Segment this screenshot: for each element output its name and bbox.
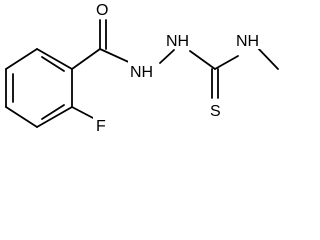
sulfur-label-bg (207, 100, 221, 118)
benzene-ring (5, 48, 73, 128)
fluorine-label-bg (93, 116, 107, 134)
fluoro-bond (71, 106, 96, 120)
carbonyl-carbon-bond (71, 48, 101, 70)
thioamide-bond (189, 50, 216, 70)
nh-left-atom-label: NH (130, 64, 153, 81)
ring-double-3 (41, 104, 65, 120)
fluorine-atom-label: F (96, 118, 106, 135)
amide-bond (99, 48, 134, 65)
ring-double-1 (41, 56, 65, 72)
ring-bond-4 (5, 106, 38, 128)
thio-amide-n-bond (214, 55, 239, 70)
nh-methyl-atom-label: NH (236, 33, 259, 50)
nh-right-atom-label: NH (166, 33, 189, 50)
sulfur-atom-label: S (210, 103, 221, 120)
oxygen-label-bg (96, 0, 110, 18)
hydrazine-bond (159, 49, 175, 64)
nh-left-label-bg (128, 60, 156, 80)
ring-bond-5 (36, 106, 73, 128)
oxygen-atom-label: O (96, 2, 108, 19)
chemical-structure: O NH NH NH F S (5, 0, 279, 135)
ring-bond-2 (5, 48, 38, 70)
nh-right-label-bg (164, 29, 192, 49)
ring-bond-1 (36, 48, 73, 70)
nh-methyl-label-bg (234, 29, 262, 49)
